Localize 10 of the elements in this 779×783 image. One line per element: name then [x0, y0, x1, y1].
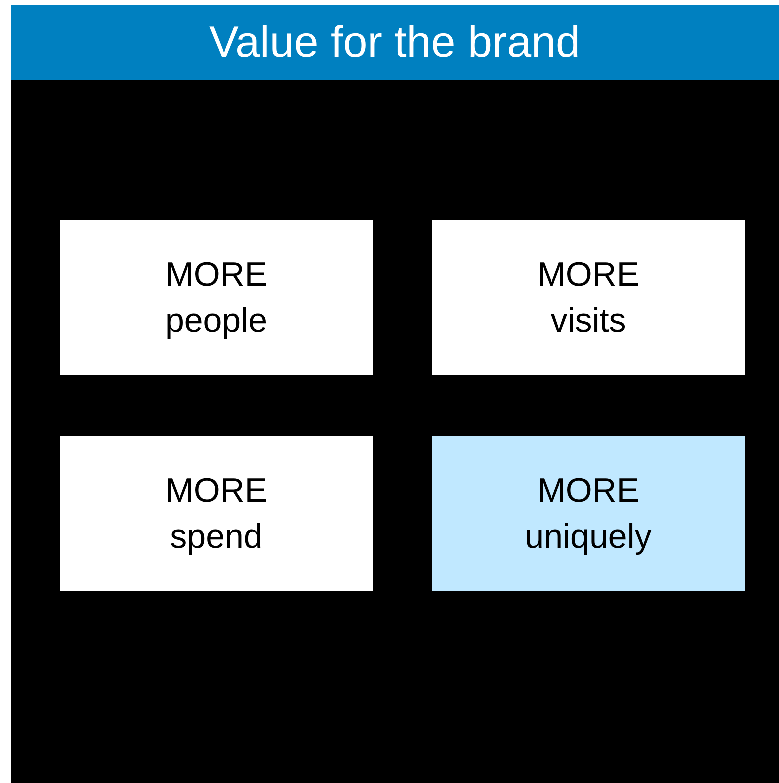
box-label: MORE visits	[538, 254, 640, 342]
text-box	[432, 220, 745, 375]
box-label: MORE people	[165, 254, 268, 342]
box-label: MORE spend	[166, 470, 268, 558]
text-box	[432, 436, 745, 591]
panel-background	[11, 5, 779, 783]
box-label: MORE uniquely	[525, 470, 652, 558]
header-bar: Value for the brand	[11, 5, 779, 80]
text-box	[60, 220, 373, 375]
text-box	[60, 436, 373, 591]
